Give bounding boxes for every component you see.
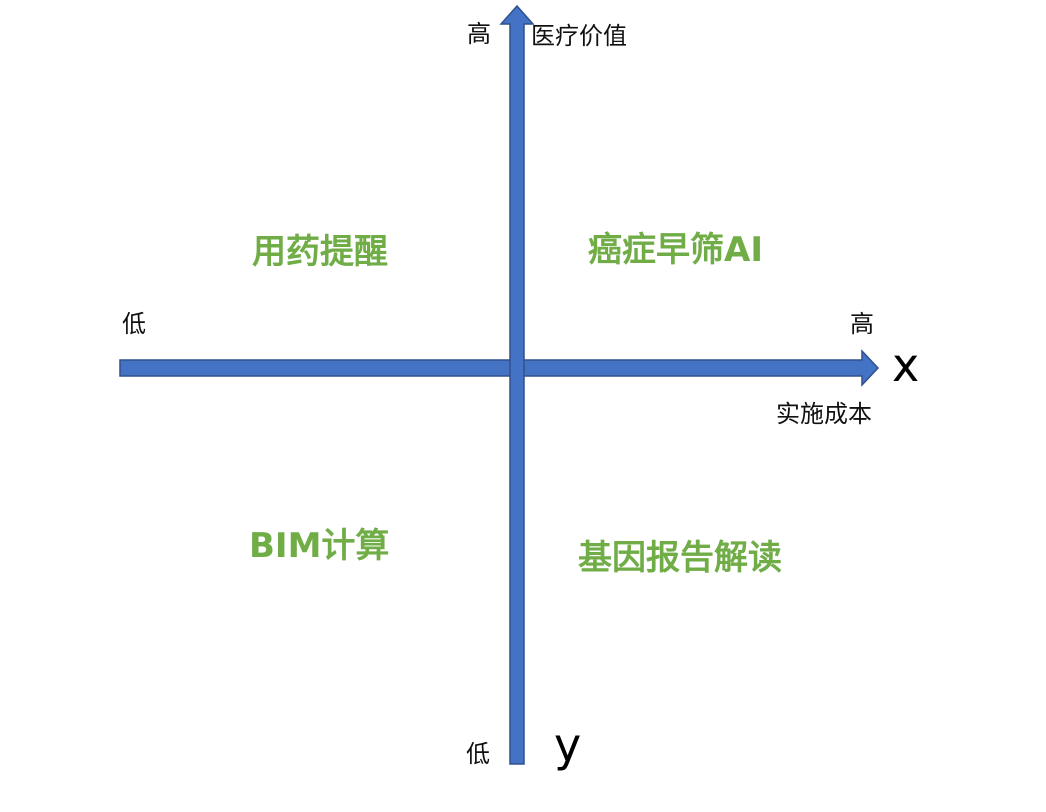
x-axis-low-label: 低 <box>122 310 146 338</box>
quadrant-bottom-left-label: BIM计算 <box>249 526 390 566</box>
x-axis-title: 实施成本 <box>776 400 872 428</box>
y-axis-arrow <box>499 4 535 765</box>
y-axis-high-label: 高 <box>467 20 491 48</box>
x-axis-letter: x <box>892 338 920 392</box>
x-axis-high-label: 高 <box>850 310 874 338</box>
quadrant-top-right-label: 癌症早筛AI <box>588 230 763 270</box>
y-axis-title: 医疗价值 <box>531 22 627 50</box>
y-axis-low-label: 低 <box>466 740 490 768</box>
y-axis-letter: y <box>554 718 582 772</box>
quadrant-bottom-right-label: 基因报告解读 <box>578 538 782 578</box>
x-axis-arrow <box>119 349 880 387</box>
quadrant-top-left-label: 用药提醒 <box>252 232 388 272</box>
